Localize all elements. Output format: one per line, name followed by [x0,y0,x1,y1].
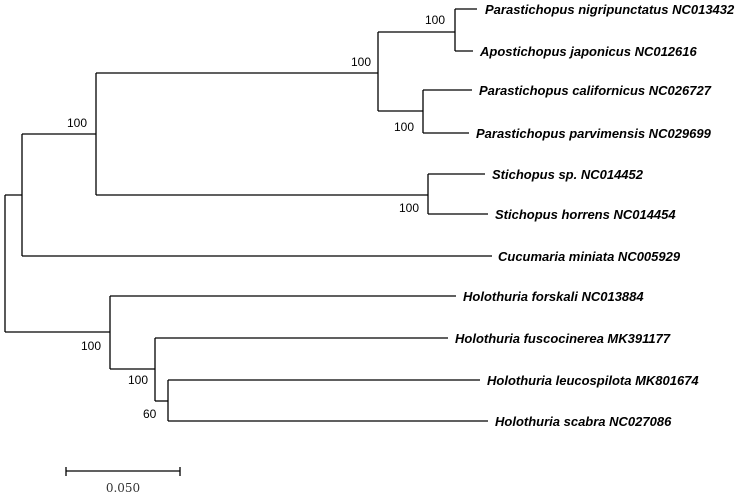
taxon-label: Stichopus horrens NC014454 [495,207,676,222]
taxon-label: Parastichopus nigripunctatus NC013432 [485,2,735,17]
taxon-label: Holothuria fuscocinerea MK391177 [455,331,671,346]
scale-bar-label: 0.050 [106,481,140,495]
scale-bar: 0.050 [65,467,181,495]
taxon-label: Holothuria leucospilota MK801674 [487,373,699,388]
bootstrap-value: 100 [128,373,148,387]
taxon-label: Holothuria forskali NC013884 [463,289,644,304]
tree-branches [4,8,492,422]
taxon-labels: Parastichopus nigripunctatus NC013432 Ap… [455,2,735,429]
taxon-label: Parastichopus californicus NC026727 [479,83,712,98]
taxon-label: Stichopus sp. NC014452 [492,167,644,182]
bootstrap-value: 100 [67,116,87,130]
bootstrap-value: 100 [394,120,414,134]
bootstrap-value: 100 [399,201,419,215]
taxon-label: Holothuria scabra NC027086 [495,414,672,429]
bootstrap-value: 100 [81,339,101,353]
bootstrap-value: 60 [143,407,157,421]
bootstrap-value: 100 [425,13,445,27]
taxon-label: Apostichopus japonicus NC012616 [479,44,697,59]
bootstrap-value: 100 [351,55,371,69]
bootstrap-values: 100 100 100 100 100 100 100 60 [67,13,445,421]
taxon-label: Cucumaria miniata NC005929 [498,249,681,264]
taxon-label: Parastichopus parvimensis NC029699 [476,126,712,141]
